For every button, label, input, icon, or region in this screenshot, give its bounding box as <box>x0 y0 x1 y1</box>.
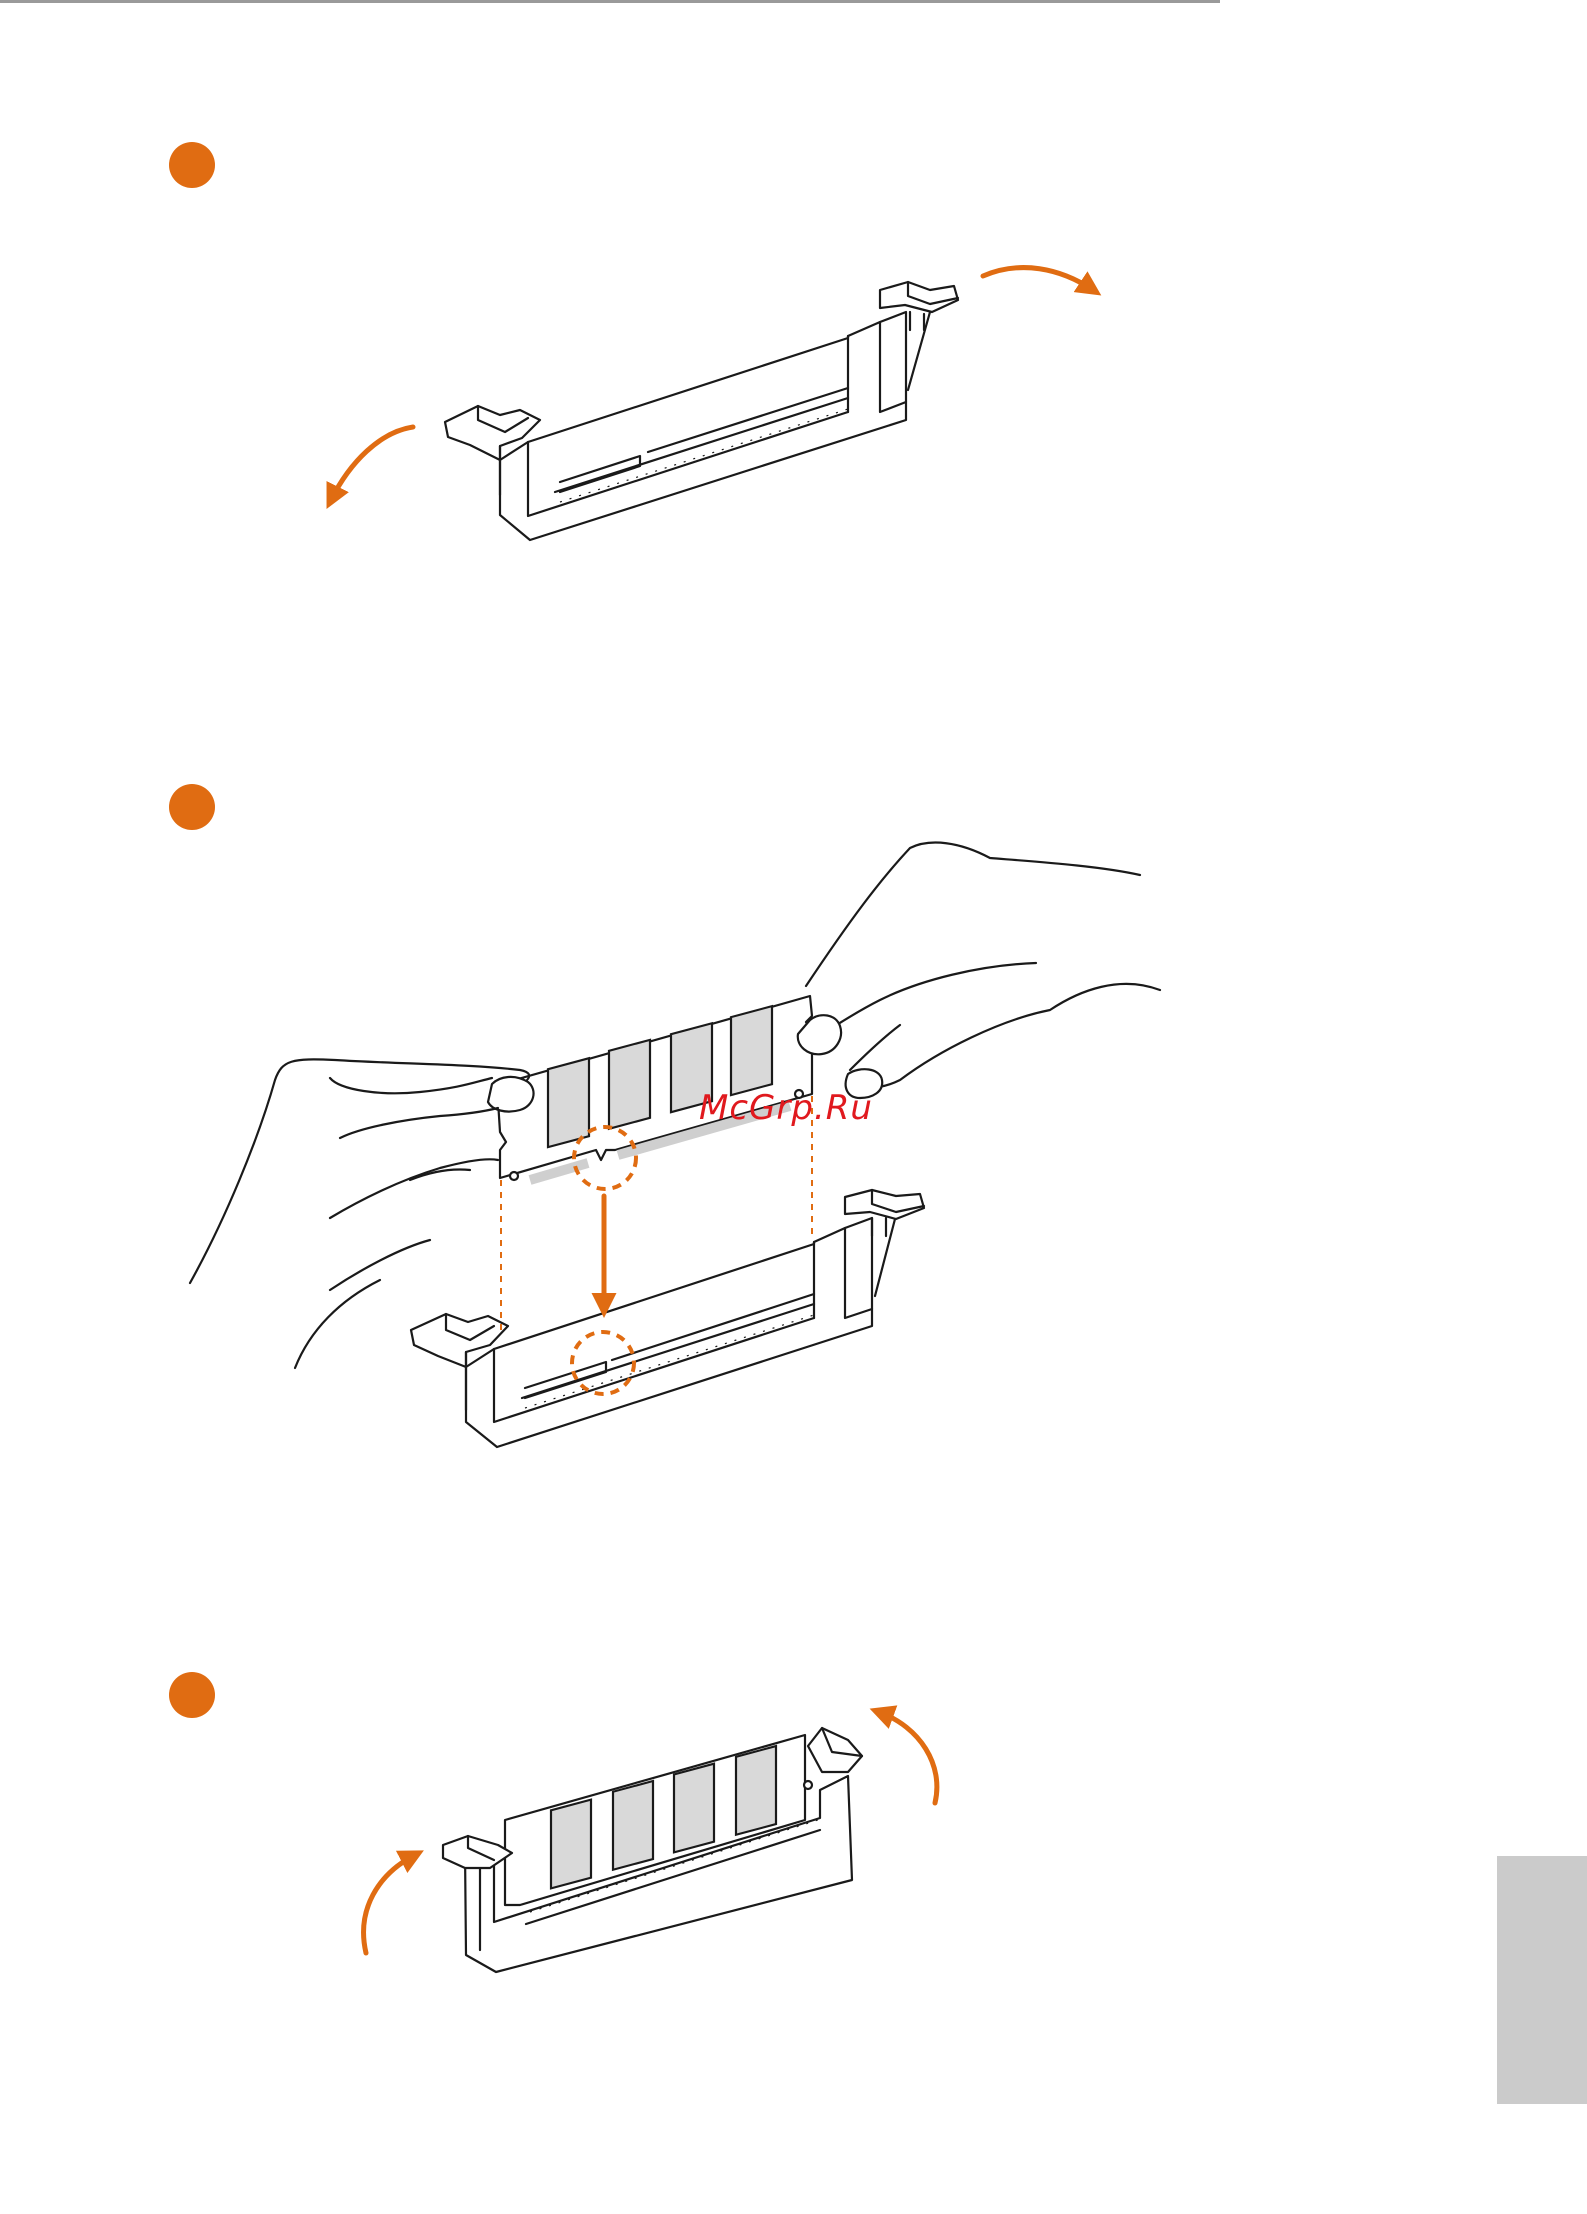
step-1-right-clip <box>880 282 958 390</box>
step-1-left-release-arrow <box>331 427 413 500</box>
step-2-dimm-slot <box>466 1218 872 1447</box>
step-3-left-clip <box>443 1836 512 1868</box>
step-3-right-lock-arrow <box>879 1712 937 1803</box>
page-side-tab <box>1497 1856 1587 2104</box>
step-3-right-clip <box>804 1728 862 1789</box>
step-2-right-clip <box>845 1190 924 1296</box>
step-1-dimm-slot <box>500 312 906 540</box>
step-1-right-release-arrow <box>983 268 1093 290</box>
step-3-left-lock-arrow <box>364 1855 415 1953</box>
watermark: McGrp.Ru <box>699 1088 873 1128</box>
